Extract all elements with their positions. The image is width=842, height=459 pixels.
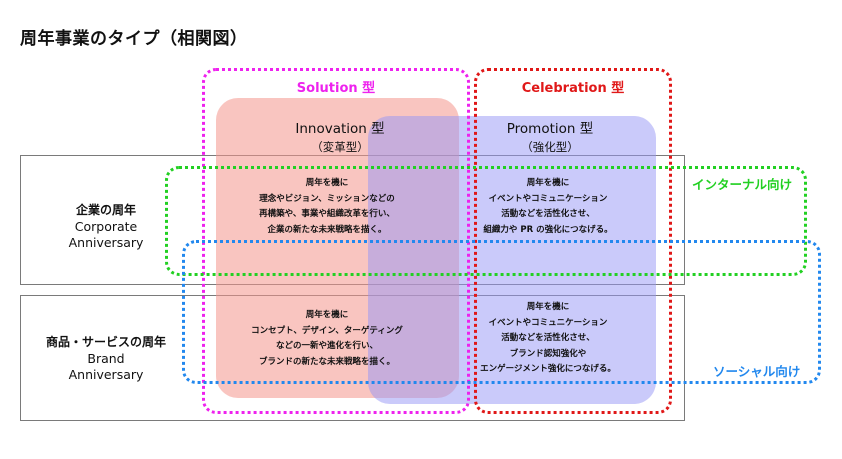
- internal-label: インターナル向け: [692, 177, 793, 192]
- row-label-brand-jp: 商品・サービスの周年: [45, 335, 166, 349]
- cell-line: 再構築や、事業や組織改革を行い、: [259, 209, 395, 219]
- innovation-label-en: Innovation 型: [295, 121, 385, 137]
- promotion-label-jp: （強化型）: [521, 140, 579, 154]
- cell-line: ブランドの新たな未来戦略を描く。: [258, 356, 395, 367]
- diagram-title: 周年事業のタイプ（相関図）: [20, 29, 248, 49]
- promotion-label: Promotion 型 （強化型）: [480, 120, 620, 156]
- cell-line: 活動などを活性化させ、: [501, 209, 595, 219]
- cell-corporate-promotion: 周年を機に イベントやコミュニケーション 活動などを活性化させ、 組織力や PR…: [468, 176, 628, 238]
- innovation-label-jp: （変革型）: [311, 140, 369, 154]
- social-boundary: [182, 240, 821, 384]
- promotion-label-en: Promotion 型: [506, 121, 594, 137]
- cell-line: 組織力や PR の強化につなげる。: [483, 224, 613, 235]
- row-label-corporate-en1: Corporate: [74, 219, 138, 234]
- internal-boundary: [165, 166, 807, 276]
- solution-label: Solution 型: [296, 81, 376, 96]
- cell-line: コンセプト、デザイン、ターゲティング: [251, 325, 403, 336]
- cell-line: 周年を機に: [526, 178, 570, 188]
- cell-brand-promotion: 周年を機に イベントやコミュニケーション 活動などを活性化させ、 ブランド認知強…: [468, 300, 628, 378]
- cell-line: 周年を機に: [526, 302, 570, 312]
- row-label-brand: 商品・サービスの周年 Brand Anniversary: [20, 334, 192, 383]
- row-label-brand-en2: Anniversary: [68, 367, 144, 382]
- cell-line: イベントやコミュニケーション: [488, 193, 608, 204]
- cell-line: 周年を機に: [305, 310, 349, 320]
- cell-line: エンゲージメント強化につなげる。: [480, 364, 616, 374]
- cell-line: などの一新や進化を行い、: [275, 341, 378, 351]
- row-label-corporate-en2: Anniversary: [68, 235, 144, 250]
- row-label-brand-en1: Brand: [87, 351, 125, 366]
- cell-line: 理念やビジョン、ミッションなどの: [259, 193, 395, 204]
- cell-corporate-innovation: 周年を機に 理念やビジョン、ミッションなどの 再構築や、事業や組織改革を行い、 …: [232, 176, 422, 238]
- promotion-area: [368, 116, 656, 404]
- cell-line: 活動などを活性化させ、: [501, 333, 595, 343]
- row-label-corporate: 企業の周年 Corporate Anniversary: [26, 202, 186, 251]
- cell-line: イベントやコミュニケーション: [488, 317, 608, 328]
- cell-line: 企業の新たな未来戦略を描く。: [267, 224, 387, 235]
- social-label: ソーシャル向け: [713, 364, 801, 379]
- celebration-label: Celebration 型: [521, 81, 625, 96]
- cell-line: ブランド認知強化や: [509, 348, 587, 359]
- row-label-corporate-jp: 企業の周年: [75, 203, 136, 217]
- innovation-label: Innovation 型 （変革型）: [270, 120, 410, 156]
- cell-brand-innovation: 周年を機に コンセプト、デザイン、ターゲティング などの一新や進化を行い、 ブラ…: [232, 308, 422, 370]
- cell-line: 周年を機に: [305, 178, 349, 188]
